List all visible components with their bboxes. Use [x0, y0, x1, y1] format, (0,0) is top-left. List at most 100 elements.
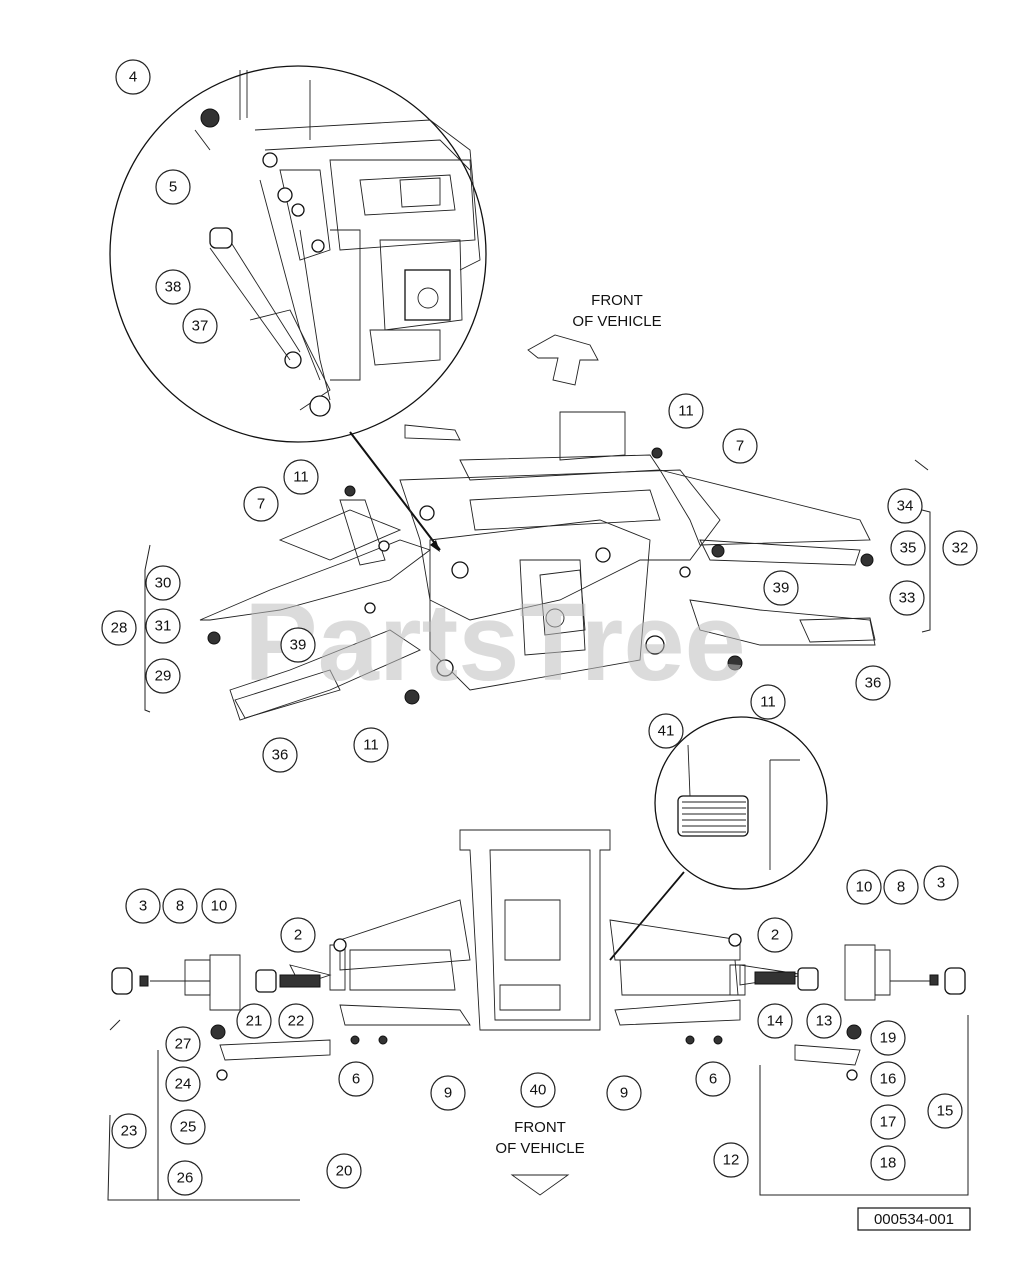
callout-2: 2 — [280, 917, 316, 953]
callout-circle — [145, 565, 181, 601]
detail-circle-top — [109, 65, 487, 443]
callout-number: 15 — [937, 1103, 954, 1120]
callout-circle — [668, 393, 704, 429]
callout-number: 10 — [856, 879, 873, 896]
callout-circle — [606, 1075, 642, 1111]
callout-9: 9 — [606, 1075, 642, 1111]
callout-circle — [101, 610, 137, 646]
callout-number: 27 — [175, 1036, 192, 1053]
callout-circle — [923, 865, 959, 901]
callout-circle — [155, 269, 191, 305]
callout-number: 24 — [175, 1076, 192, 1093]
callout-10: 10 — [846, 869, 882, 905]
callout-3: 3 — [923, 865, 959, 901]
callout-circle — [870, 1061, 906, 1097]
callout-number: 14 — [767, 1013, 784, 1030]
bracket-23 — [107, 1114, 300, 1201]
lower-suspension-assembly — [184, 829, 891, 1066]
callout-number: 39 — [290, 637, 307, 654]
callout-23: 23 — [111, 1113, 147, 1149]
callout-number: 5 — [169, 179, 177, 196]
figure-id: 000534-001 — [874, 1211, 954, 1228]
callout-7: 7 — [243, 486, 279, 522]
callout-35: 35 — [890, 530, 926, 566]
front-label-bottom-1: FRONT — [514, 1119, 566, 1136]
callout-circle — [115, 59, 151, 95]
callout-circle — [155, 169, 191, 205]
callout-circle — [750, 684, 786, 720]
callout-circle — [262, 737, 298, 773]
callout-circle — [182, 308, 218, 344]
callout-number: 30 — [155, 575, 172, 592]
callout-circle — [846, 869, 882, 905]
callout-number: 2 — [294, 927, 302, 944]
callout-circle — [278, 1003, 314, 1039]
callout-number: 10 — [211, 898, 228, 915]
bracket-15 — [759, 1015, 969, 1196]
callout-number: 9 — [620, 1085, 628, 1102]
callout-18: 18 — [870, 1145, 906, 1181]
callout-11: 11 — [750, 684, 786, 720]
callout-number: 26 — [177, 1170, 194, 1187]
callout-circle — [165, 1066, 201, 1102]
callout-number: 13 — [816, 1013, 833, 1030]
callout-16: 16 — [870, 1061, 906, 1097]
callout-19: 19 — [870, 1020, 906, 1056]
callout-number: 8 — [897, 879, 905, 896]
callout-number: 16 — [880, 1071, 897, 1088]
callout-number: 35 — [900, 540, 917, 557]
callout-12: 12 — [713, 1142, 749, 1178]
callout-circle — [855, 665, 891, 701]
callout-number: 37 — [192, 318, 209, 335]
callout-circle — [353, 727, 389, 763]
callout-circle — [890, 530, 926, 566]
callout-circle — [145, 658, 181, 694]
callout-6: 6 — [695, 1061, 731, 1097]
callout-14: 14 — [757, 1003, 793, 1039]
callout-circle — [162, 888, 198, 924]
callout-28: 28 — [101, 610, 137, 646]
callout-number: 40 — [530, 1082, 547, 1099]
callout-5: 5 — [155, 169, 191, 205]
callout-number: 7 — [257, 496, 265, 513]
callout-number: 11 — [293, 469, 309, 486]
callout-40: 40 — [520, 1072, 556, 1108]
callout-29: 29 — [145, 658, 181, 694]
callout-number: 41 — [658, 723, 675, 740]
callout-number: 25 — [180, 1119, 197, 1136]
callout-39: 39 — [280, 627, 316, 663]
detail-circle-41 — [609, 716, 828, 961]
leader-arrowhead — [430, 540, 440, 552]
callout-circle — [722, 428, 758, 464]
callout-11: 11 — [353, 727, 389, 763]
callout-41: 41 — [648, 713, 684, 749]
callout-circle — [338, 1061, 374, 1097]
callout-4: 4 — [115, 59, 151, 95]
callout-8: 8 — [883, 869, 919, 905]
bracket-tick-left — [109, 1019, 121, 1031]
callout-20: 20 — [326, 1153, 362, 1189]
callout-circle — [170, 1109, 206, 1145]
callout-circle — [167, 1160, 203, 1196]
callout-21: 21 — [236, 1003, 272, 1039]
callout-number: 31 — [155, 618, 172, 635]
callout-circle — [713, 1142, 749, 1178]
callout-number: 8 — [176, 898, 184, 915]
callout-circle — [430, 1075, 466, 1111]
callout-number: 11 — [678, 403, 694, 420]
callout-circle — [695, 1061, 731, 1097]
lower-assembly-parts — [111, 933, 966, 1081]
callout-30: 30 — [145, 565, 181, 601]
callout-circle — [806, 1003, 842, 1039]
callout-circle — [870, 1104, 906, 1140]
callout-25: 25 — [170, 1109, 206, 1145]
callout-9: 9 — [430, 1075, 466, 1111]
callout-number: 22 — [288, 1013, 305, 1030]
callout-circle — [883, 869, 919, 905]
callout-circle — [326, 1153, 362, 1189]
callout-38: 38 — [155, 269, 191, 305]
callout-31: 31 — [145, 608, 181, 644]
bracket-tick — [914, 459, 929, 471]
callout-11: 11 — [283, 459, 319, 495]
